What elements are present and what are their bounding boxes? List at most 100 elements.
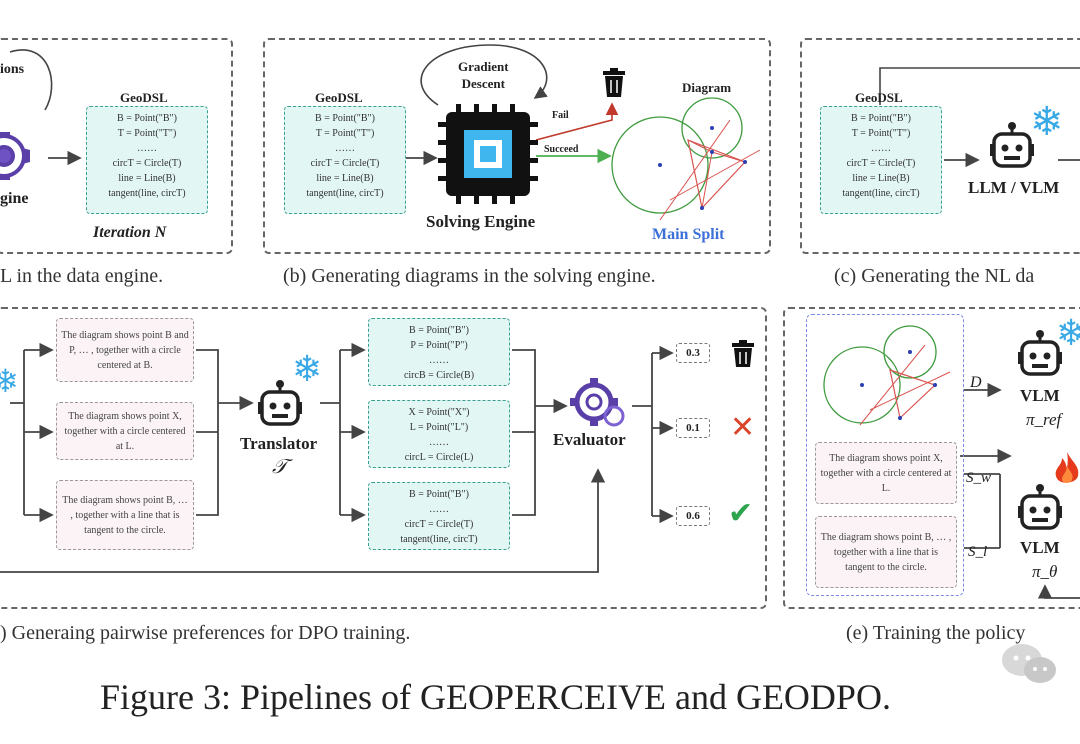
snowflake-icon: ❄ <box>1030 99 1064 144</box>
code-line: B = Point("B") <box>409 325 469 336</box>
panel-b-engine-label: Solving Engine <box>426 212 536 231</box>
panel-a-engine-label: gine <box>0 190 29 207</box>
geometry-diagram-e <box>823 325 951 426</box>
code-line: line = Line(B) <box>852 173 910 184</box>
chip-icon <box>438 104 538 204</box>
code-line: T = Point("T") <box>851 128 911 139</box>
score-badge: 0.6 <box>676 506 710 526</box>
d-label: D <box>970 374 982 391</box>
panel-b-split-label: Main Split <box>652 226 725 243</box>
translated-code-box: B = Point("B") …… circT = Circle(T) tang… <box>368 482 510 550</box>
vlm-policy-label: VLM <box>1020 538 1060 557</box>
panel-c-code-box: B = Point("B") T = Point("T") …… circT =… <box>820 106 942 214</box>
panel-a <box>0 38 233 254</box>
robot-icon <box>990 122 1034 168</box>
code-line: …… <box>429 355 449 366</box>
code-line: B = Point("B") <box>315 113 375 124</box>
panel-e <box>783 307 1080 609</box>
sw-label: S_w <box>966 470 992 486</box>
robot-icon <box>1018 330 1062 376</box>
nl-description-box: The diagram shows point X, together with… <box>56 402 194 460</box>
panel-b-fail-label: Fail <box>552 110 569 121</box>
gear-icon <box>0 132 30 180</box>
translated-code-box: B = Point("B") P = Point("P") …… circB =… <box>368 318 510 386</box>
code-line: line = Line(B) <box>118 173 176 184</box>
panel-d <box>0 307 767 609</box>
vlm-ref-label: VLM <box>1020 386 1060 405</box>
panel-a-code-title: GeoDSL <box>120 90 168 105</box>
panel-b-code-box: B = Point("B") T = Point("T") …… circT =… <box>284 106 406 214</box>
panel-a-loop-label: ions <box>0 62 25 77</box>
figure-caption: Figure 3: Pipelines of GEOPERCEIVE and G… <box>100 677 891 717</box>
panel-c-caption: (c) Generating the NL da <box>834 265 1035 287</box>
panel-c-code-title: GeoDSL <box>855 90 903 105</box>
code-line: B = Point("B") <box>117 113 177 124</box>
robot-icon <box>258 380 302 426</box>
pi-ref-label: π_ref <box>1026 410 1062 429</box>
code-line: tangent(line, circT) <box>400 534 478 545</box>
code-line: circT = Circle(T) <box>404 519 474 530</box>
robot-icon <box>1018 484 1062 530</box>
panel-a-iteration-label: Iteration N <box>93 224 167 241</box>
code-line: B = Point("B") <box>851 113 911 124</box>
translated-code-box: X = Point("X") L = Point("L") …… circL =… <box>368 400 510 468</box>
geometry-diagram-b <box>611 97 761 221</box>
code-line: line = Line(B) <box>316 173 374 184</box>
code-line: circB = Circle(B) <box>403 370 475 381</box>
panel-b-code-title: GeoDSL <box>315 90 363 105</box>
panel-a-code-box: B = Point("B") T = Point("T") …… circT =… <box>86 106 208 214</box>
panel-d-caption: ) Generaing pairwise preferences for DPO… <box>0 622 411 644</box>
code-line: P = Point("P") <box>410 340 468 351</box>
panel-b-succeed-label: Succeed <box>544 144 579 155</box>
code-line: circT = Circle(T) <box>310 158 380 169</box>
panel-c-model-label: LLM / VLM <box>968 178 1060 197</box>
translator-label: Translator <box>240 434 318 453</box>
code-line: T = Point("T") <box>315 128 375 139</box>
snowflake-icon: ❄ <box>0 363 19 399</box>
code-line: …… <box>137 143 157 154</box>
code-line: tangent(line, circT) <box>842 188 920 199</box>
code-line: circT = Circle(T) <box>846 158 916 169</box>
code-line: B = Point("B") <box>409 489 469 500</box>
panel-b-diagram-label: Diagram <box>682 80 732 95</box>
panel-c <box>800 38 1080 254</box>
fire-icon <box>1055 452 1079 483</box>
panel-e-inner-box <box>806 314 964 596</box>
nl-description-box: The diagram shows point X, together with… <box>815 442 957 504</box>
score-badge: 0.1 <box>676 418 710 438</box>
code-line: circT = Circle(T) <box>112 158 182 169</box>
trash-icon <box>732 340 754 367</box>
code-line: …… <box>871 143 891 154</box>
panel-b-caption: (b) Generating diagrams in the solving e… <box>283 265 656 287</box>
score-badge: 0.3 <box>676 343 710 363</box>
panel-e-caption: (e) Training the policy <box>846 622 1026 644</box>
code-line: circL = Circle(L) <box>404 452 474 463</box>
evaluator-gear-icon <box>570 378 625 427</box>
code-line: T = Point("T") <box>117 128 177 139</box>
evaluator-label: Evaluator <box>553 430 626 449</box>
translator-symbol: 𝒯 <box>272 456 288 478</box>
nl-description-box: The diagram shows point B and P, … , tog… <box>56 318 194 382</box>
code-line: …… <box>429 437 449 448</box>
code-line: X = Point("X") <box>408 407 470 418</box>
cross-icon: ✕ <box>730 410 756 445</box>
pi-theta-label: π_θ <box>1032 562 1058 581</box>
nl-description-box: The diagram shows point B, … , together … <box>815 516 957 588</box>
nl-description-box: The diagram shows point B, … , together … <box>56 480 194 550</box>
panel-a-caption: L in the data engine. <box>0 265 164 287</box>
snowflake-icon: ❄ <box>1056 313 1080 353</box>
trash-icon <box>603 68 625 97</box>
panel-b-gradient-label: Gradient Descent <box>458 59 509 91</box>
code-line: tangent(line, circT) <box>306 188 384 199</box>
check-icon: ✔ <box>728 496 754 531</box>
chat-watermark-icon <box>1002 644 1056 683</box>
sl-label: S_l <box>968 544 988 560</box>
code-line: …… <box>335 143 355 154</box>
code-line: …… <box>429 504 449 515</box>
panel-b <box>263 38 771 254</box>
snowflake-icon: ❄ <box>292 349 323 389</box>
code-line: tangent(line, circT) <box>108 188 186 199</box>
code-line: L = Point("L") <box>409 422 469 433</box>
